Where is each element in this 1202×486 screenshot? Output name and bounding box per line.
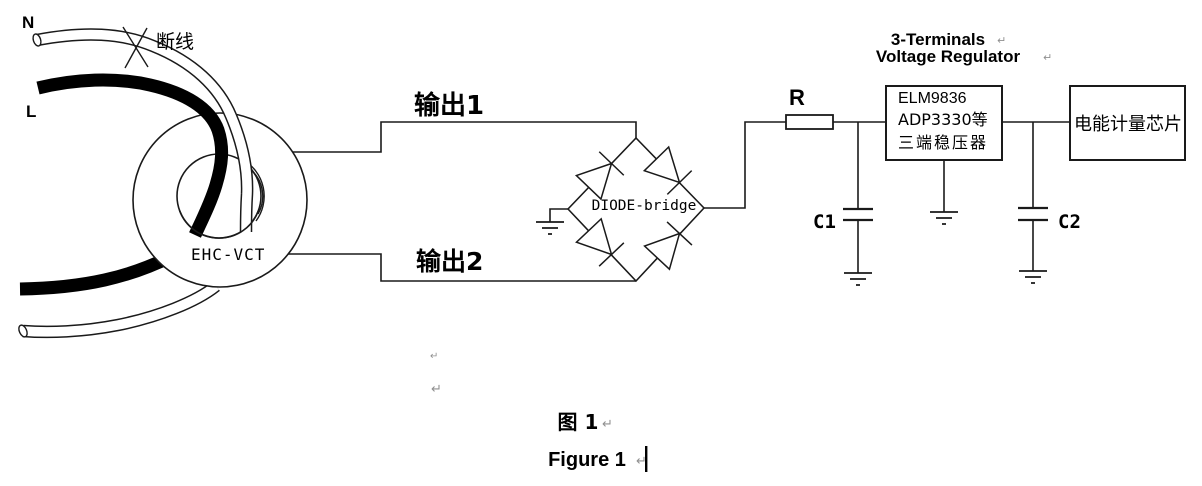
neutral-wire-end-cap-bottom (18, 324, 28, 338)
live-wire-lower-arc (19, 250, 175, 296)
paragraph-mark: ↵ (997, 34, 1006, 47)
paragraph-mark: ↵ (636, 454, 647, 469)
diode-bridge-label: DIODE-bridge (592, 198, 697, 214)
paragraph-mark: ↵ (1043, 51, 1052, 64)
neutral-wire-upper-arc (35, 28, 254, 233)
neutral-wire-end-cap-top (32, 33, 42, 47)
regulator-title-line2: Voltage Regulator (876, 47, 1021, 66)
live-wire-label: L (26, 102, 36, 121)
regulator-ground-icon (929, 211, 959, 225)
regulator-box-line1: ELM9836 (898, 90, 967, 107)
break-label: 断线 (156, 31, 194, 53)
live-wire-upper-arc (36, 73, 229, 238)
break-x-icon (122, 26, 149, 69)
c1-ground-icon (843, 272, 873, 286)
caption-cn: 图 1 (558, 410, 599, 434)
transformer-label: EHC-VCT (191, 245, 265, 264)
metering-chip-box: 电能计量芯片 (1069, 85, 1186, 161)
resistor-r (785, 114, 834, 130)
regulator-box-line2: ADP3330等 (898, 110, 988, 129)
c1-capacitor: C1 (813, 122, 873, 286)
regulator-box-line3: 三端稳压器 (898, 133, 988, 152)
paragraph-mark: ↵ (431, 382, 442, 397)
text-cursor (645, 446, 648, 472)
bridge-ground-wire (549, 208, 568, 222)
paragraph-mark: ↵ (430, 351, 438, 362)
output2-wire (288, 253, 636, 282)
regulator-title-line1: 3-Terminals (891, 30, 985, 49)
output1-wire (293, 121, 637, 153)
caption-en: Figure 1 (548, 449, 626, 471)
output1-label: 输出1 (414, 90, 484, 121)
c2-capacitor: C2 (1018, 122, 1081, 284)
neutral-wire-label: N (22, 13, 34, 32)
metering-chip-label: 电能计量芯片 (1074, 114, 1182, 135)
bridge-to-resistor-wire (704, 121, 786, 209)
diode-bridge: DIODE-bridge (535, 136, 705, 283)
c2-ground-icon (1018, 270, 1048, 284)
toroid-hole-front-edge (178, 210, 260, 239)
paragraph-mark: ↵ (602, 417, 613, 432)
regulator-box: ELM9836 ADP3330等 三端稳压器 (885, 85, 1003, 161)
c1-label: C1 (813, 211, 836, 233)
neutral-wire-lower-arc (22, 281, 220, 339)
toroid-inner-fold (249, 168, 264, 215)
bridge-ground-icon (535, 221, 565, 235)
resistor-label: R (789, 85, 805, 110)
output2-label: 输出2 (416, 247, 483, 276)
c2-label: C2 (1058, 211, 1081, 233)
